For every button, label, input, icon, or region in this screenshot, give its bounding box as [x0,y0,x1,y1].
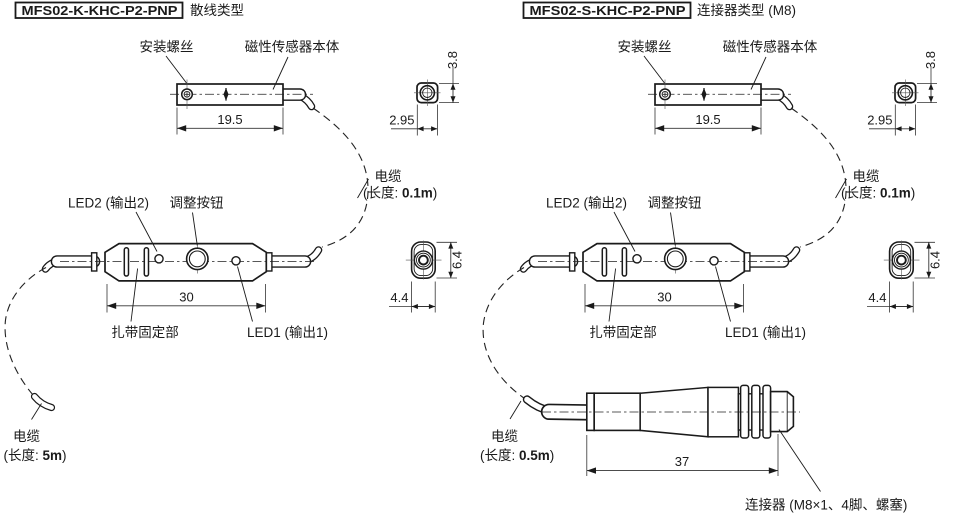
panel-left: MFS02-K-KHC-P2-PNP 散线类型 安装螺丝 磁性传感器本体 19.… [4,1,465,463]
dim-4-4-left: 4.4 [390,290,408,305]
label-cable-bottom-right: 电缆 [491,429,519,444]
label-led2-left: LED2 (输出2) [68,196,149,211]
label-connector: 连接器 (M8×1、4脚、螺塞) [745,497,907,513]
dim-30-right: 30 [657,290,671,305]
label-sensor-body-left: 磁性传感器本体 [245,39,340,55]
dim-30-left: 30 [179,290,193,305]
label-cable-top-length-right: (长度: 0.1m) [841,186,915,201]
dim-2-95-left: 2.95 [389,112,414,127]
model-box-right [522,1,692,19]
dim-19-5-right: 19.5 [695,112,720,127]
dim-37: 37 [675,454,689,469]
model-box-left [14,1,184,19]
label-sensor-body-right: 磁性传感器本体 [723,39,818,55]
dim-3-8-right: 3.8 [923,51,938,69]
label-mounting-screw-left: 安装螺丝 [140,40,194,55]
connector-leader-line [778,429,821,492]
label-cable-top-right: 电缆 [853,169,881,184]
model-name-right: MFS02-S-KHC-P2-PNP [530,3,686,18]
connector-view [509,384,821,492]
model-name-left: MFS02-K-KHC-P2-PNP [22,3,178,18]
dim-2-95-right: 2.95 [867,112,892,127]
dim-4-4-right: 4.4 [868,290,886,305]
cable-arc-bottom-left [4,267,47,396]
label-led2-right: LED2 (输出2) [546,196,627,211]
label-cable-tie-left: 扎带固定部 [111,325,179,340]
dim-connector-length [586,434,779,476]
label-adjust-button-left: 调整按钮 [170,196,224,211]
label-adjust-button-right: 调整按钮 [648,196,702,211]
label-cable-bottom-length-left: (长度: 5m) [4,448,67,463]
label-cable-bottom-length-right: (长度: 0.5m) [480,448,554,463]
label-cable-bottom-left: 电缆 [13,429,40,444]
type-label-left: 散线类型 [190,3,244,18]
connector-thread-plug [769,390,795,433]
cable-bottom-leader-right [509,400,522,420]
label-led1-left: LED1 (输出1) [247,325,328,340]
cable-arc-bottom-right [482,267,525,399]
label-mounting-screw-right: 安装螺丝 [618,40,672,55]
dim-6-4-left: 6.4 [450,251,465,269]
label-cable-tie-right: 扎带固定部 [589,325,657,340]
label-cable-top-left: 电缆 [375,169,402,184]
cable-bottom-leader-left [31,403,42,420]
panel-right: MFS02-S-KHC-P2-PNP 连接器类型 (M8) 安装螺丝 磁性传感器… [480,1,943,513]
label-cable-top-length-left: (长度: 0.1m) [363,186,437,201]
label-led1-right: LED1 (输出1) [725,325,806,340]
dim-6-4-right: 6.4 [928,251,943,269]
dim-19-5-left: 19.5 [217,112,242,127]
type-label-right: 连接器类型 (M8) [697,2,796,18]
dim-3-8-left: 3.8 [445,51,460,69]
